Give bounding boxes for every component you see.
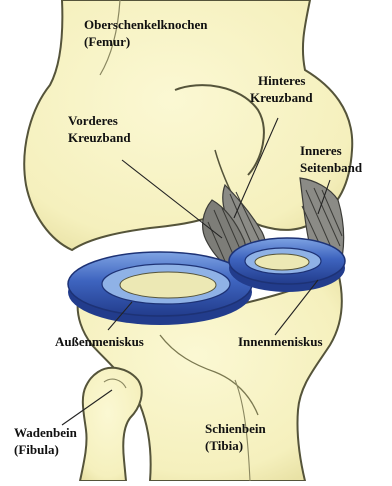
label-tibia: Schienbein (Tibia): [205, 420, 266, 454]
fibula-bone: [80, 368, 142, 481]
label-medial-collateral: Inneres Seitenband: [300, 142, 362, 176]
lateral-tibial-cartilage: [120, 272, 216, 298]
label-lateral-meniscus: Außenmeniskus: [55, 333, 144, 350]
label-fibula: Wadenbein (Fibula): [14, 424, 77, 458]
label-posterior-cruciate: Hinteres Kreuzband: [250, 72, 313, 106]
label-femur: Oberschenkelknochen (Femur): [84, 16, 208, 50]
label-medial-meniscus: Innenmeniskus: [238, 333, 323, 350]
label-anterior-cruciate: Vorderes Kreuzband: [68, 112, 131, 146]
medial-tibial-cartilage: [255, 254, 309, 270]
